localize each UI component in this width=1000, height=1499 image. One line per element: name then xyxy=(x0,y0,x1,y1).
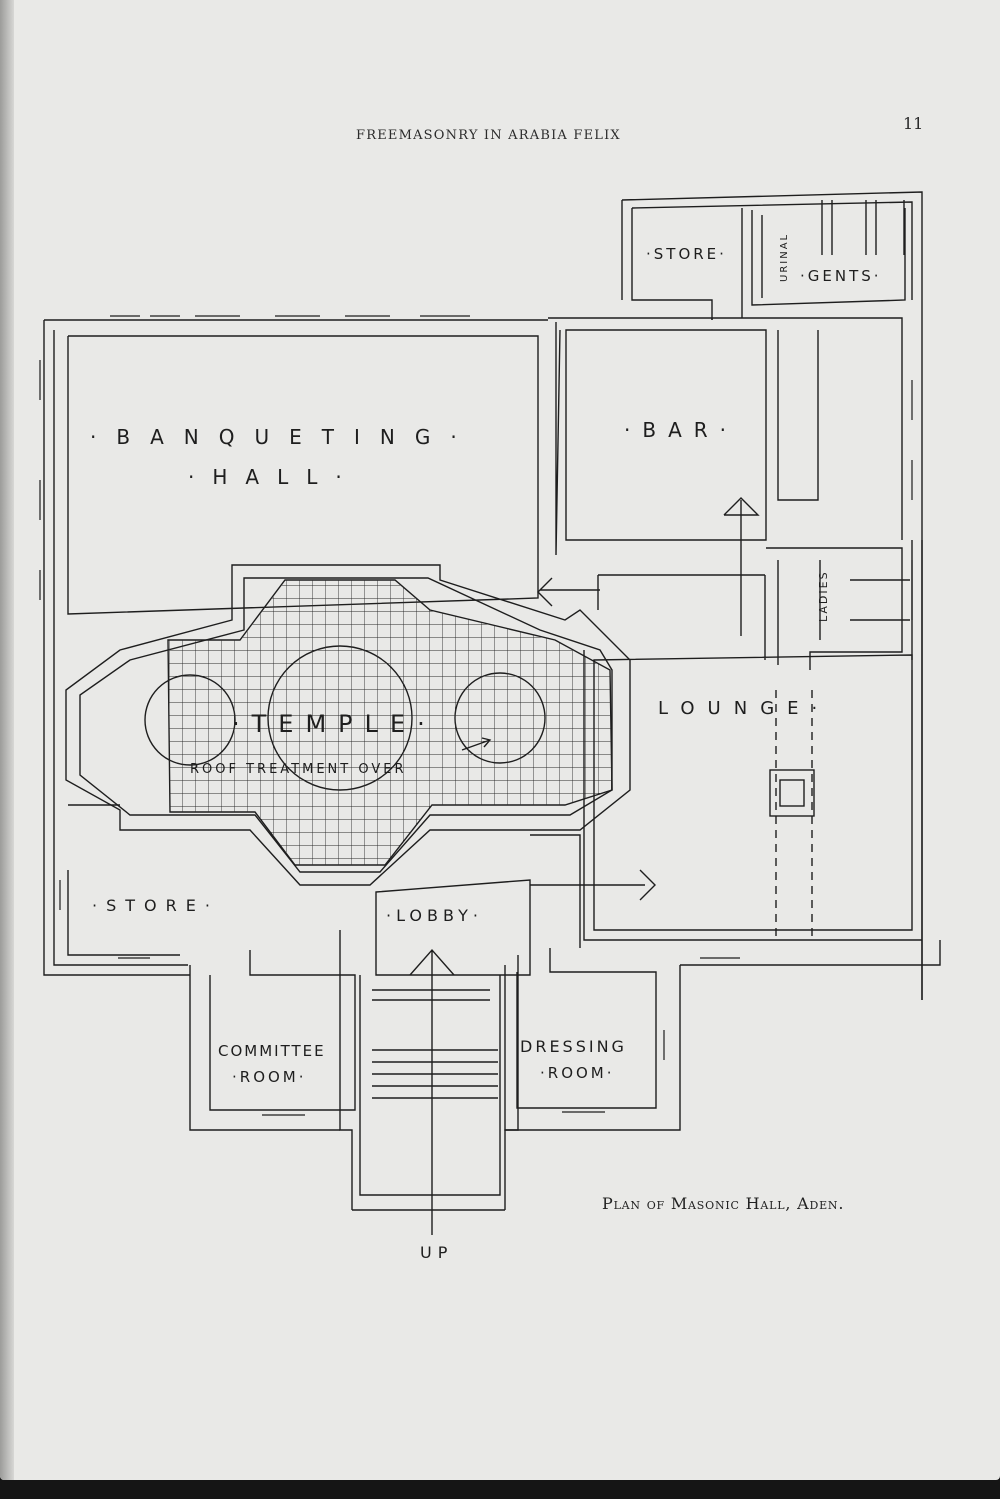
left-store-walls xyxy=(67,804,180,956)
figure-caption: Plan of Masonic Hall, Aden. xyxy=(602,1194,845,1213)
label-temple: ·TEMPLE· xyxy=(232,710,437,738)
bar-walls xyxy=(555,322,767,556)
label-ladies: LADIES xyxy=(817,570,830,622)
label-roof-treatment: ROOF TREATMENT OVER xyxy=(190,762,407,777)
right-lower-wall xyxy=(680,940,941,966)
lobby-arrow xyxy=(409,948,455,1235)
running-head: FREEMASONRY IN ARABIA FELIX xyxy=(356,128,621,143)
label-committee-room: ·ROOM· xyxy=(232,1068,307,1086)
temple-grid xyxy=(168,580,612,865)
dressing-room-walls xyxy=(504,948,681,1131)
label-up: UP xyxy=(420,1243,453,1262)
main-outer-wall xyxy=(43,319,548,976)
label-dressing: DRESSING xyxy=(520,1037,627,1056)
bar-lounge-arrow xyxy=(723,497,760,636)
lounge-dashed-line xyxy=(775,690,813,940)
lounge-column xyxy=(769,769,815,817)
left-arrow xyxy=(537,577,600,607)
lounge-right-wall xyxy=(911,540,923,1000)
bar-counter xyxy=(777,330,819,501)
temple-inner-wall xyxy=(79,577,613,873)
store-room-walls xyxy=(631,208,743,320)
committee-room-walls xyxy=(189,950,356,1131)
label-bar: ·BAR· xyxy=(624,418,738,442)
banqueting-hall-walls xyxy=(67,335,539,615)
label-store-left: ·STORE· xyxy=(92,896,219,915)
label-gents: ·GENTS· xyxy=(800,267,882,285)
ladies-walls xyxy=(766,547,910,670)
stair-flanks xyxy=(339,930,519,1211)
window-marks xyxy=(39,315,913,1116)
lobby-lounge-arrow xyxy=(530,869,656,901)
stair-walls xyxy=(359,975,501,1196)
annex-outer-wall xyxy=(621,191,923,1000)
temple-outer-wall xyxy=(65,564,631,886)
label-store-top: ·STORE· xyxy=(646,245,727,263)
label-urinal: URINAL xyxy=(779,233,790,282)
gents-room-walls xyxy=(751,208,906,306)
page-number: 11 xyxy=(903,114,924,133)
upper-right-wall xyxy=(548,317,903,540)
lounge-walls xyxy=(583,574,922,941)
label-lounge: LOUNGE· xyxy=(658,698,830,719)
lounge-column-inner xyxy=(779,779,805,807)
label-dressing-room: ·ROOM· xyxy=(540,1064,615,1082)
gents-stalls xyxy=(821,200,905,255)
label-hall: ·HALL· xyxy=(188,465,360,489)
lobby-walls xyxy=(375,834,581,976)
label-committee: COMMITTEE xyxy=(218,1042,326,1060)
label-lobby: ·LOBBY· xyxy=(386,906,483,925)
label-banqueting: ·BANQUETING· xyxy=(90,425,477,449)
stair-treads xyxy=(372,1049,498,1099)
